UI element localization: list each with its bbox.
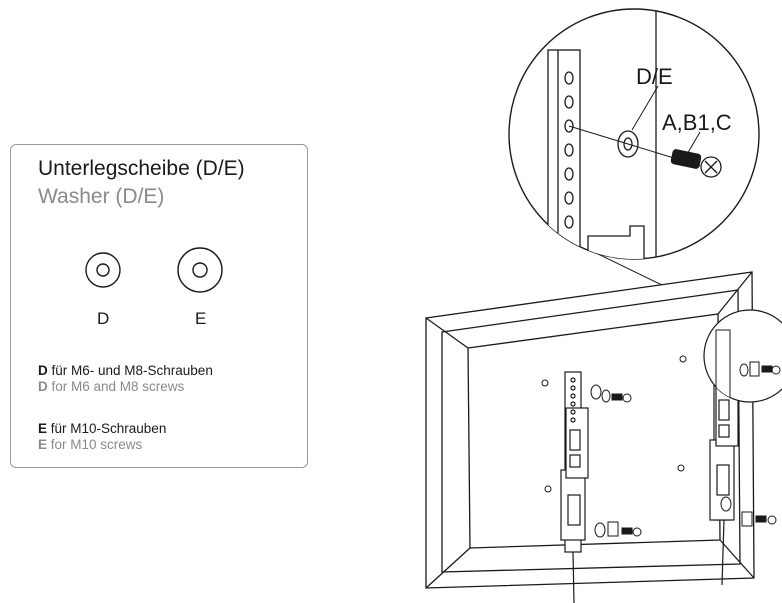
washer-e-icon	[177, 247, 223, 293]
note-washer-e: E für M10-Schrauben E for M10 screws	[38, 421, 166, 453]
left-mounting-bracket	[560, 371, 589, 603]
legend-title-german: Unterlegscheibe (D/E)	[38, 157, 245, 180]
zoom-detail-circle: D/E A,B1,C	[508, 8, 760, 260]
callout-washer-label: D/E	[636, 64, 673, 89]
note-d-english: for M6 and M8 screws	[47, 379, 185, 394]
note-d-letter-en: D	[38, 379, 48, 394]
note-d-letter: D	[38, 363, 48, 378]
washer-d-label: D	[97, 309, 110, 328]
note-e-letter: E	[38, 421, 48, 436]
note-d-german: für M6- und M8-Schrauben	[47, 363, 213, 378]
washer-e-label: E	[195, 309, 207, 328]
tv-back-panel	[425, 271, 755, 589]
small-callout-circle	[703, 309, 782, 403]
legend-title-english: Washer (D/E)	[38, 185, 165, 208]
callout-screw-label: A,B1,C	[662, 110, 732, 135]
washer-d-icon	[85, 252, 121, 288]
tv-washer-screw-sets	[590, 384, 777, 538]
note-e-german: für M10-Schrauben	[47, 421, 167, 436]
washer-legend-box: Unterlegscheibe (D/E) Washer (D/E) D E D…	[10, 144, 308, 468]
tv-screw-holes	[541, 355, 687, 493]
note-washer-d: D für M6- und M8-Schrauben D for M6 and …	[38, 363, 213, 395]
note-e-letter-en: E	[38, 437, 48, 452]
note-e-english: for M10 screws	[47, 437, 143, 452]
